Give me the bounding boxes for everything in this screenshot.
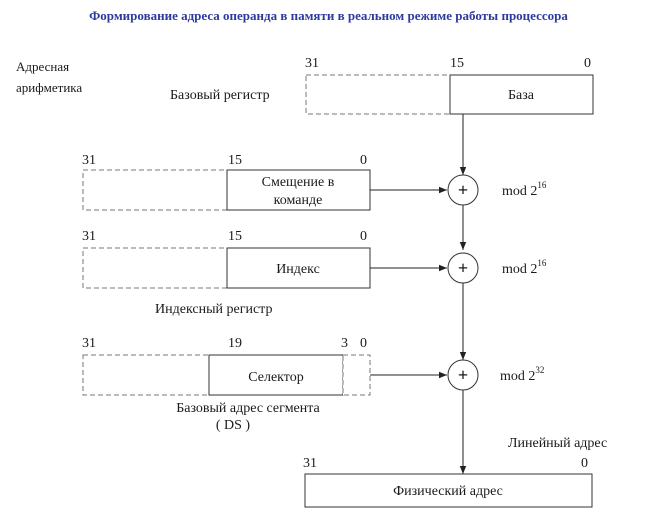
adder-1: + mod 216 [447,174,547,206]
linear-address-label: Линейный адрес [508,436,607,451]
adder-2-mod-exp: 16 [537,258,547,268]
base-bit-high: 31 [305,56,319,71]
segment-high-dashed-field [82,354,210,396]
index-field-label: Индекс [276,262,320,277]
base-high-dashed-field [305,74,451,115]
index-field [226,247,371,289]
segment-caption-line2: ( DS ) [216,418,251,433]
adder-2-circle [447,252,479,284]
segment-bit-3: 3 [341,336,348,351]
adder-1-mod-base: mod 2 [502,184,537,199]
offset-bit-high: 31 [82,153,96,168]
offset-bit-mid: 15 [228,153,242,168]
side-label: Адресная арифметика [16,56,82,98]
side-label-line1: Адресная [16,59,70,74]
adder-3-plus: + [458,365,468,385]
adder-1-mod-exp: 16 [537,180,547,190]
segment-caption-line1: Базовый адрес сегмента [176,401,320,416]
segment-bit-high: 31 [82,336,96,351]
base-bit-low: 0 [584,56,591,71]
base-bit-mid: 15 [450,56,464,71]
offset-bit-low: 0 [360,153,367,168]
base-field [449,74,594,115]
selector-field-label: Селектор [248,370,303,385]
index-register: 31 15 0 Индекс Индексный регистр [82,229,371,317]
base-field-label: База [508,88,535,103]
adder-3-mod: mod 232 [500,365,544,384]
adder-2: + mod 216 [447,252,547,284]
physical-bit-high: 31 [303,456,317,471]
offset-register: 31 15 0 Смещение в команде [82,153,371,211]
adder-2-mod: mod 216 [502,258,547,277]
adder-3-mod-exp: 32 [535,365,544,375]
offset-field-label-line2: команде [274,193,323,208]
offset-high-dashed-field [82,169,228,211]
index-high-dashed-field [82,247,228,289]
adder-1-circle [447,174,479,206]
index-bit-mid: 15 [228,229,242,244]
physical-bit-low: 0 [581,456,588,471]
segment-low-dashed-field [342,354,371,396]
physical-address-label: Физический адрес [393,484,503,499]
selector-field [208,354,344,396]
adder-2-mod-base: mod 2 [502,262,537,277]
physical-address: 31 0 Физический адрес [303,456,593,508]
base-register: Базовый регистр 31 15 0 База [170,56,594,115]
segment-bit-mid: 19 [228,336,242,351]
adder-3: + mod 232 [447,359,544,391]
segment-register: 31 19 3 0 Селектор Базовый адрес сегмент… [82,336,371,433]
segment-bit-low: 0 [360,336,367,351]
offset-field [226,169,371,211]
physical-address-field [304,473,593,508]
adder-3-mod-base: mod 2 [500,369,535,384]
adder-3-circle [447,359,479,391]
diagram-title: Формирование адреса операнда в памяти в … [89,8,568,23]
base-register-caption: Базовый регистр [170,88,270,103]
index-bit-high: 31 [82,229,96,244]
adder-1-mod: mod 216 [502,180,547,199]
offset-field-label-line1: Смещение в [262,175,335,190]
side-label-line2: арифметика [16,80,83,95]
adder-2-plus: + [458,258,468,278]
index-register-caption: Индексный регистр [155,302,272,317]
index-bit-low: 0 [360,229,367,244]
adder-1-plus: + [458,180,468,200]
